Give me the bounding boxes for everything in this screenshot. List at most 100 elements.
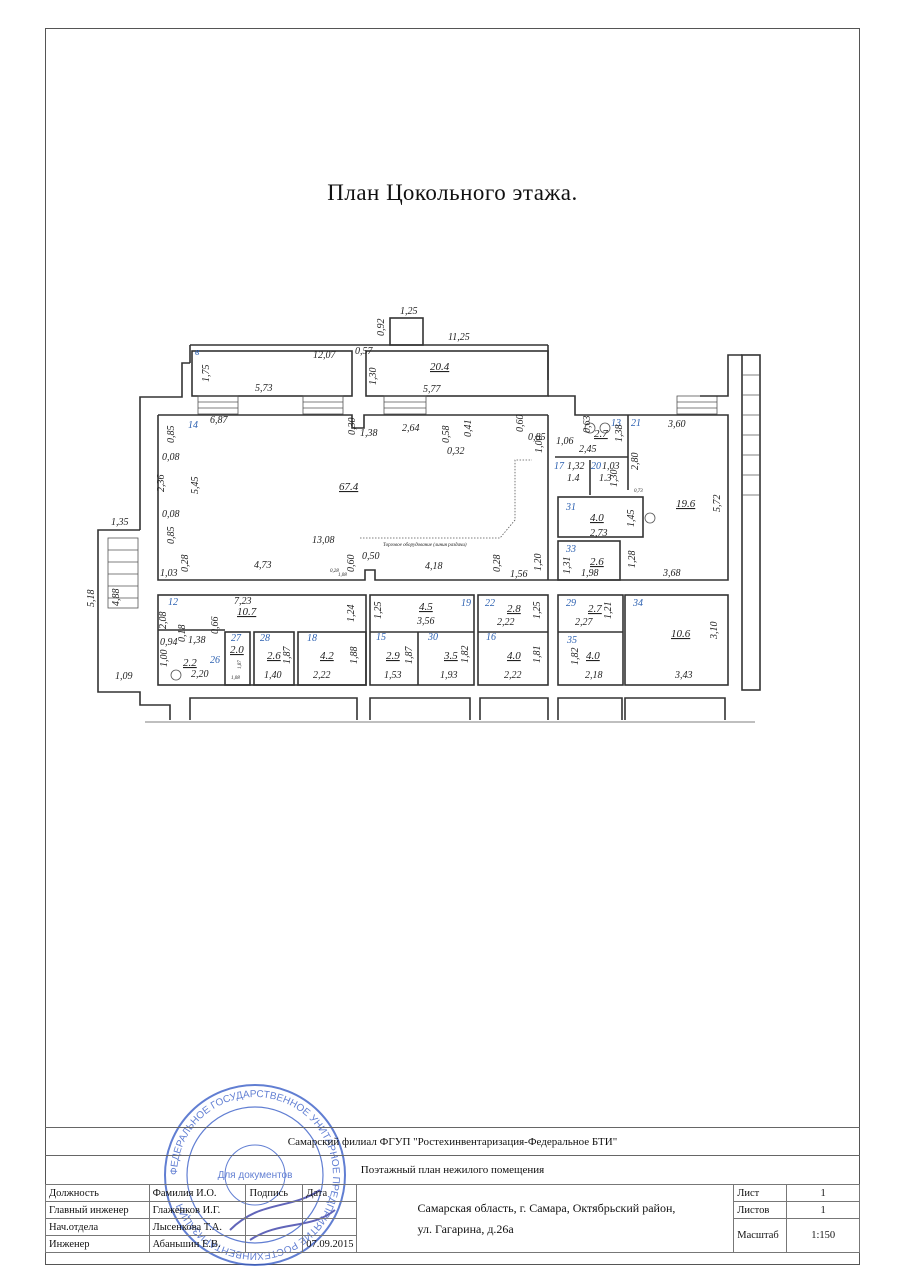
dimension-label: 2,22 — [504, 670, 522, 681]
room-number: 33 — [565, 544, 576, 555]
dimension-label: 6,87 — [210, 415, 229, 426]
room-area: 4.0 — [507, 650, 521, 662]
row-position: Главный инженер — [45, 1201, 150, 1219]
dimension-label: 2,64 — [402, 423, 420, 434]
address: Самарская область, г. Самара, Октябрьски… — [356, 1184, 735, 1253]
row-name: Глаженков И.Г. — [148, 1201, 247, 1219]
room-area: 2.2 — [183, 657, 197, 669]
dimension-label: 5,18 — [86, 590, 97, 608]
dimension-label: 1,82 — [570, 648, 581, 666]
room-number: 18 — [307, 633, 317, 644]
dimension-label: 3,43 — [674, 670, 693, 681]
dimension-label: 0,57 — [355, 346, 374, 357]
dimension-label: 0,63 — [582, 416, 593, 434]
dimension-label: 5,45 — [190, 477, 201, 495]
sheets-value: 1 — [786, 1201, 860, 1219]
table-row: Нач.отдела Лысенкова Т.А. Масштаб 1:150 — [45, 1218, 860, 1253]
dimension-label: 0,08 — [162, 452, 180, 463]
dimension-label: 13,08 — [312, 535, 335, 546]
room-number: 22 — [485, 598, 495, 609]
dimension-label: 0,85 — [528, 432, 546, 443]
dimension-label: 0,92 — [376, 319, 387, 337]
room-number: 35 — [566, 635, 577, 646]
page-title: План Цокольного этажа. — [327, 180, 578, 205]
dimension-label: 2,36 — [156, 475, 167, 493]
room-area: 20.4 — [430, 361, 450, 373]
dimension-label: 1,38 — [614, 425, 625, 443]
room-area: 3.5 — [443, 650, 458, 662]
dimension-label: 0,08 — [162, 509, 180, 520]
dimension-label: 0,85 — [166, 426, 177, 444]
dimension-label: 1,87 — [282, 646, 293, 665]
room-number: в — [195, 347, 200, 358]
room-area: 10.7 — [237, 606, 257, 618]
room-number: 20 — [591, 461, 601, 472]
title-block: Самарский филиал ФГУП "Ростехинвентариза… — [45, 1127, 860, 1264]
dimension-label: 0,60 — [346, 555, 357, 573]
dimension-label: 1,38 — [188, 635, 206, 646]
room-area: 2.7 — [594, 428, 608, 440]
note-label: 0,73 — [634, 489, 643, 494]
dimension-label: 1,03 — [160, 568, 178, 579]
dimension-label: 0,18 — [177, 625, 188, 643]
header-name: Фамилия И.О. — [148, 1184, 247, 1202]
stamp-center-text: Для документов — [218, 1170, 293, 1181]
dimension-label: 1,88 — [349, 647, 360, 665]
dimension-label: 11,25 — [448, 332, 470, 343]
dimension-label: 1,24 — [346, 605, 357, 623]
dimension-label: 2,20 — [191, 669, 209, 680]
dimension-label: 1,81 — [532, 646, 543, 664]
dimension-label: 2,08 — [158, 612, 169, 630]
plan-walls — [97, 317, 761, 723]
sheet-label: Лист — [733, 1184, 788, 1202]
room-number: 28 — [260, 633, 270, 644]
header-date: Дата — [302, 1184, 358, 1202]
dimension-label: 1,00 — [534, 436, 545, 454]
room-area: 10.6 — [671, 628, 691, 640]
dimension-label: 0,66 — [210, 617, 221, 635]
room-area: 4.0 — [590, 512, 604, 524]
dimension-label: 0,94 — [160, 637, 178, 648]
dimension-label: 2,18 — [585, 670, 603, 681]
dimension-label: 4,18 — [425, 561, 443, 572]
room-number: 29 — [566, 598, 576, 609]
dimension-label: 1,06 — [556, 436, 574, 447]
dimension-label: 1,25 — [373, 602, 384, 620]
dimension-label: 1,93 — [440, 670, 458, 681]
dimension-label: 4,88 — [111, 589, 122, 607]
room-number: 13 — [611, 418, 621, 429]
room-area: 67.4 — [339, 481, 359, 493]
dimension-label: 3,60 — [667, 419, 686, 430]
sheets-label: Листов — [733, 1201, 788, 1219]
dimension-label: 1,20 — [533, 554, 544, 572]
row-date — [302, 1201, 358, 1219]
dimension-label: 1,56 — [510, 569, 528, 580]
dimension-label: 1,38 — [360, 428, 378, 439]
note-label: Торговое оборудование (линия раздачи) — [383, 543, 467, 548]
note-label: 0,28 — [330, 569, 339, 574]
dimension-label: 1.3 — [599, 473, 612, 484]
room-area: 4.0 — [586, 650, 600, 662]
organization-name: Самарский филиал ФГУП "Ростехинвентариза… — [45, 1127, 860, 1156]
dimension-label: 0,41 — [463, 420, 474, 438]
note-label: 1,08 — [231, 676, 240, 681]
room-number: 30 — [427, 632, 438, 643]
sheet-value: 1 — [786, 1184, 860, 1202]
dimension-label: 0,30 — [347, 418, 358, 436]
dimension-label: 1,87 — [404, 646, 415, 665]
dimension-label: 1,30 — [609, 470, 620, 488]
dimension-label: 1,00 — [159, 650, 170, 668]
room-area: 4.5 — [419, 601, 433, 613]
room-area: 2.7 — [588, 603, 602, 615]
dimension-label: 0,60 — [515, 415, 526, 433]
dimension-label: 1,40 — [264, 670, 282, 681]
dimension-label: 2,22 — [313, 670, 331, 681]
table-header-row: Должность Фамилия И.О. Подпись Дата Сама… — [45, 1184, 860, 1253]
sheet-border — [45, 28, 860, 1265]
room-area: 19.6 — [676, 498, 696, 510]
room-number: 21 — [631, 418, 641, 429]
dimension-label: 1,98 — [581, 568, 599, 579]
row-name: Лысенкова Т.А. — [148, 1218, 247, 1236]
